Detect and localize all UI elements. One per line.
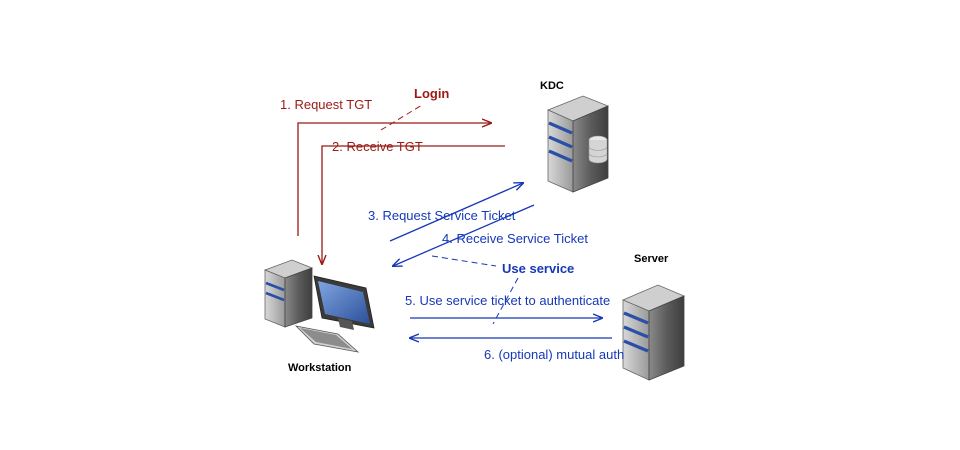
login-label: Login: [414, 86, 449, 101]
receive-service-ticket-arrow: [393, 204, 535, 266]
step-2-label: 2. Receive TGT: [332, 139, 423, 154]
workstation-label: Workstation: [288, 362, 352, 374]
step-5-label: 5. Use service ticket to authenticate: [405, 293, 610, 308]
request-service-ticket-arrow: [389, 183, 523, 242]
server-stripes: [623, 311, 649, 353]
app-server-icon: [621, 284, 686, 381]
use-service-label: Use service: [502, 261, 574, 276]
kdc-server-icon: [546, 95, 610, 193]
login-callout-line: [380, 104, 423, 131]
use-service-callout-line-1: [431, 255, 497, 267]
step-1-label: 1. Request TGT: [280, 97, 372, 112]
kdc-label: KDC: [540, 80, 564, 92]
step-6-label: 6. (optional) mutual auth: [484, 347, 624, 362]
workstation-icon: [263, 259, 375, 353]
request-tgt-arrow: [297, 123, 491, 236]
database-icon: [588, 135, 608, 164]
step-4-label: 4. Receive Service Ticket: [442, 231, 588, 246]
receive-tgt-arrow: [322, 145, 505, 264]
step-3-label: 3. Request Service Ticket: [368, 208, 516, 223]
kdc-stripes: [548, 121, 573, 163]
use-service-callout-line-2: [492, 277, 519, 325]
server-label: Server: [634, 253, 669, 265]
